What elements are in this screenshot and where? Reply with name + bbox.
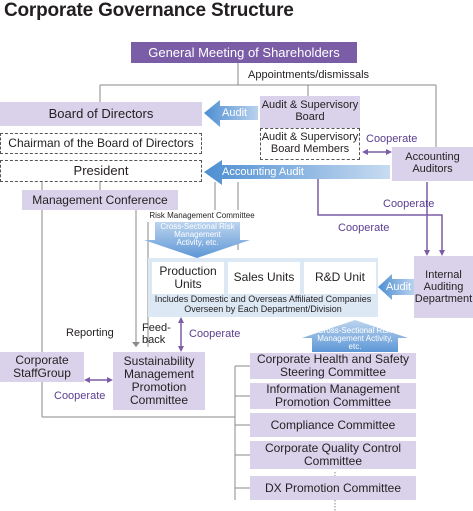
cooperate-label-5: Cooperate [54,390,106,402]
committee-compliance: Compliance Committee [250,413,416,437]
production-units-box: Production Units [152,262,224,294]
audit-label-2: Audit [386,281,412,293]
risk-committee-box: Risk Management Committee [147,210,257,222]
cooperate-label-1: Cooperate [366,133,418,145]
management-conference-box: Management Conference [22,190,178,210]
accounting-auditors-box: Accounting Auditors [392,147,473,181]
audit-board-members-box: Audit & Supervisory Board Members [260,128,360,160]
cooperate-label-2: Cooperate [383,198,435,210]
risk-activity-bottom: Cross-Sectional Risk Management Activity… [317,326,393,351]
units-note: Includes Domestic and Overseas Affiliate… [154,294,372,314]
board-of-directors-box: Board of Directors [0,102,202,126]
rnd-unit-box: R&D Unit [304,262,376,294]
accounting-audit-label: Accounting Audit [222,166,304,178]
committee-quality-control: Corporate Quality Control Committee [250,441,416,469]
risk-activity-top: Cross-Sectional Risk Management Activity… [160,222,235,247]
internal-auditing-box: Internal Auditing Department [414,256,473,318]
corporate-staff-group-box: Corporate StaffGroup [0,352,84,382]
shareholders-box: General Meeting of Shareholders [131,42,357,63]
feedback-label: Feed-back [142,322,171,347]
cooperate-label-3: Cooperate [338,222,390,234]
audit-label-1: Audit [222,107,248,119]
committee-dx-promotion: DX Promotion Committee [250,476,416,500]
reporting-label: Reporting [66,327,114,339]
sustainability-box: Sustainability Management Promotion Comm… [113,352,205,410]
cooperate-label-4: Cooperate [189,328,241,340]
committee-information-management: Information Management Promotion Committ… [250,383,416,409]
appointments-label: Appointments/dismissals [248,69,370,81]
president-box: President [0,160,202,182]
page-title: Corporate Governance Structure [4,0,294,21]
audit-board-box: Audit & Supervisory Board [260,96,360,128]
committee-health-safety: Corporate Health and Safety Steering Com… [250,353,416,379]
chairman-box: Chairman of the Board of Directors [0,133,202,154]
sales-units-box: Sales Units [228,262,300,294]
